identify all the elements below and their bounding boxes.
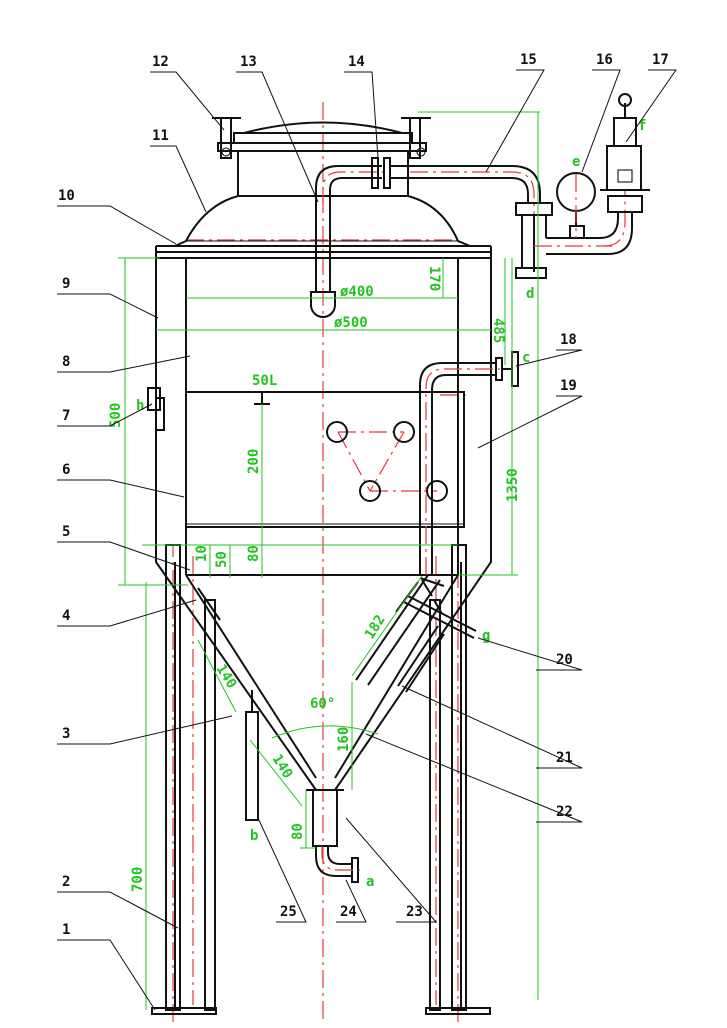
dim-485: 485 bbox=[490, 318, 506, 343]
callout-3: 3 bbox=[62, 726, 70, 742]
port-c-label: c bbox=[522, 350, 530, 366]
inlet-pipe bbox=[310, 165, 390, 318]
inner-vessel bbox=[185, 391, 465, 528]
callout-8: 8 bbox=[62, 354, 70, 370]
callout-6: 6 bbox=[62, 462, 70, 478]
callout-12: 12 bbox=[152, 54, 169, 70]
center-lines bbox=[172, 102, 469, 1022]
callout-14: 14 bbox=[348, 54, 365, 70]
safety-valve bbox=[600, 93, 650, 213]
tank-shell bbox=[155, 195, 492, 791]
callout-leaders bbox=[57, 69, 677, 1011]
callout-24: 24 bbox=[340, 904, 357, 920]
lid-clamp-left bbox=[212, 117, 241, 159]
dim-10: 10 bbox=[194, 545, 210, 562]
top-flange bbox=[371, 157, 410, 189]
callout-5: 5 bbox=[62, 524, 70, 540]
port-h-label: h bbox=[136, 398, 144, 414]
legs bbox=[151, 544, 491, 1015]
callout-11: 11 bbox=[152, 128, 169, 144]
dim-200: 200 bbox=[246, 449, 262, 474]
dim-140-upper: 140 bbox=[213, 662, 240, 692]
callout-15: 15 bbox=[520, 52, 537, 68]
dim-500: 500 bbox=[108, 403, 124, 428]
dim-d500: ø500 bbox=[334, 315, 368, 331]
port-e-label: e bbox=[572, 154, 580, 170]
port-a-label: a bbox=[366, 874, 374, 890]
callout-9: 9 bbox=[62, 276, 70, 292]
callout-25: 25 bbox=[280, 904, 297, 920]
callout-21: 21 bbox=[556, 750, 573, 766]
callout-1: 1 bbox=[62, 922, 70, 938]
dim-160: 160 bbox=[336, 727, 352, 752]
cone-internals bbox=[197, 574, 477, 821]
dim-700: 700 bbox=[130, 867, 146, 892]
port-f-label: f bbox=[638, 118, 646, 134]
pressure-gauge bbox=[556, 172, 596, 239]
dim-60-deg: 60° bbox=[310, 696, 335, 712]
callout-18: 18 bbox=[560, 332, 577, 348]
callout-16: 16 bbox=[596, 52, 613, 68]
callout-2: 2 bbox=[62, 874, 70, 890]
callout-20: 20 bbox=[556, 652, 573, 668]
bottom-outlet bbox=[306, 789, 360, 883]
level-label: 50L bbox=[252, 373, 277, 389]
dim-170: 170 bbox=[426, 266, 442, 291]
callout-17: 17 bbox=[652, 52, 669, 68]
port-h bbox=[147, 387, 165, 431]
dim-80-top: 80 bbox=[246, 545, 262, 562]
sensor-ports bbox=[326, 421, 448, 502]
dim-50: 50 bbox=[214, 551, 230, 568]
port-b-label: b bbox=[250, 828, 258, 844]
port-d-label: d bbox=[526, 286, 534, 302]
callout-19: 19 bbox=[560, 378, 577, 394]
dim-80-bottom: 80 bbox=[290, 823, 306, 840]
side-outlet-pipe bbox=[419, 351, 519, 575]
level-mark: 50L bbox=[246, 373, 280, 405]
dim-d400: ø400 bbox=[340, 284, 374, 300]
port-g-label: g bbox=[482, 628, 490, 644]
lid-clamp-right bbox=[401, 117, 431, 159]
tank-lid bbox=[217, 121, 427, 195]
callout-4: 4 bbox=[62, 608, 70, 624]
callout-13: 13 bbox=[240, 54, 257, 70]
callout-23: 23 bbox=[406, 904, 423, 920]
callout-10: 10 bbox=[58, 188, 75, 204]
dim-1350: 1350 bbox=[505, 468, 521, 502]
callout-7: 7 bbox=[62, 408, 70, 424]
dimension-lines bbox=[118, 111, 540, 1010]
callout-22: 22 bbox=[556, 804, 573, 820]
